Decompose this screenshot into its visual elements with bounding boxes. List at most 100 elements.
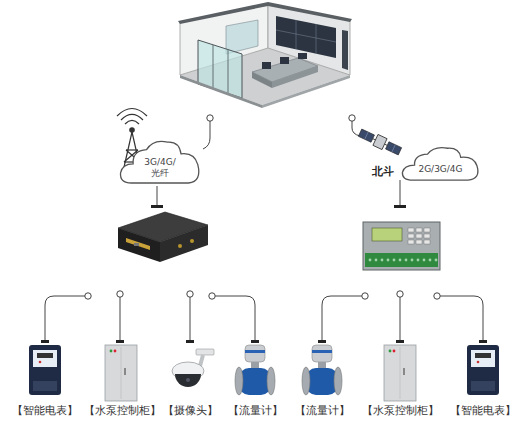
control-room xyxy=(262,75,350,108)
rtu-device xyxy=(424,234,430,238)
dome-camera xyxy=(196,349,214,355)
cloud-outline xyxy=(402,148,478,180)
flow-meter xyxy=(306,368,338,395)
rtu-device xyxy=(375,259,378,262)
smart-meter xyxy=(29,345,61,395)
rtu-device xyxy=(423,259,426,262)
pump-cabinet xyxy=(124,368,126,375)
cloud-outline xyxy=(120,141,198,183)
smart-meter xyxy=(477,361,480,364)
device-label: 【智能电表】 xyxy=(450,404,516,417)
signal-tower xyxy=(126,149,138,150)
pump-cabinet xyxy=(384,345,416,401)
dtu-device xyxy=(134,243,139,246)
cloud-label: 3G/4G/ 光纤 xyxy=(141,157,179,179)
connection-wire xyxy=(190,297,191,340)
dome-camera xyxy=(172,349,214,387)
connection-wire xyxy=(322,296,362,340)
rtu-device xyxy=(424,240,430,244)
dtu-device xyxy=(118,212,208,262)
cloud-node: 2G/3G/4G xyxy=(400,145,481,184)
connection-wire xyxy=(45,291,483,340)
pump-cabinet xyxy=(400,347,401,399)
rtu-device xyxy=(363,222,440,270)
connection-wire xyxy=(85,293,91,299)
rtu-device xyxy=(435,259,438,262)
rtu-device xyxy=(416,234,422,238)
device-name: 【水泵控制柜】 xyxy=(362,404,439,417)
control-room xyxy=(213,45,214,89)
control-room xyxy=(198,40,242,98)
pump-cabinet xyxy=(393,350,396,353)
device-label: 【水泵控制柜】 xyxy=(84,404,161,417)
cloud-label: 2G/3G/4G xyxy=(418,164,462,175)
connection-wire xyxy=(434,293,440,299)
connection-wire xyxy=(400,180,401,206)
connection-wire xyxy=(440,296,483,340)
signal-tower xyxy=(125,121,139,125)
label-holder: 北斗 xyxy=(372,165,394,178)
pump-cabinet xyxy=(384,345,416,401)
pump-cabinet xyxy=(114,350,117,353)
port-tick xyxy=(186,340,194,343)
connection-wire xyxy=(187,291,193,297)
rtu-device xyxy=(369,259,372,262)
control-room xyxy=(276,16,336,58)
connection-wire xyxy=(207,115,213,121)
connection-wire xyxy=(203,121,210,149)
rtu-device xyxy=(363,222,440,270)
connection-wire xyxy=(45,296,85,340)
rtu-device xyxy=(416,240,422,244)
connection-wire xyxy=(397,291,403,297)
smart-meter xyxy=(29,345,61,395)
port-tick xyxy=(318,340,326,343)
flow-meter xyxy=(302,367,310,395)
port-tick xyxy=(151,205,163,208)
pump-cabinet xyxy=(403,368,405,375)
smart-meter xyxy=(467,345,499,395)
smart-meter xyxy=(471,381,495,391)
rtu-device xyxy=(411,259,414,262)
system-label: 北斗 xyxy=(372,165,394,178)
control-room xyxy=(342,30,348,70)
smart-meter xyxy=(39,361,42,364)
control-room xyxy=(228,50,229,94)
rtu-device xyxy=(365,253,438,267)
smart-meter xyxy=(33,350,57,367)
signal-tower xyxy=(117,109,147,117)
pump-cabinet xyxy=(110,350,113,353)
flow-meter xyxy=(239,368,271,395)
device-label: 【摄像头】 xyxy=(163,404,218,417)
device-name: 【流量计】 xyxy=(295,404,350,417)
rtu-device xyxy=(408,228,430,244)
dtu-device xyxy=(190,239,194,243)
connection-wire xyxy=(215,296,255,340)
flow-meter xyxy=(312,350,332,353)
rtu-device xyxy=(399,259,402,262)
rtu-device xyxy=(387,259,390,262)
port-tick xyxy=(394,205,406,208)
rtu-device xyxy=(408,228,414,232)
device-name: 【智能电表】 xyxy=(450,404,516,417)
pump-cabinet xyxy=(105,345,137,401)
dtu-device xyxy=(126,238,150,250)
flow-meter xyxy=(318,362,326,368)
rtu-device xyxy=(424,228,430,232)
port-tick xyxy=(251,340,259,343)
connection-wire xyxy=(362,293,368,299)
control-room xyxy=(226,20,258,54)
flow-meter xyxy=(245,350,265,353)
satellite xyxy=(358,129,374,142)
flow-meter xyxy=(235,345,275,395)
smart-meter xyxy=(471,350,495,367)
port-tick xyxy=(41,340,49,343)
cloud-text-area: 3G/4G/ 光纤 xyxy=(118,138,202,188)
control-room xyxy=(280,57,289,64)
dome-camera xyxy=(175,374,201,387)
rtu-device xyxy=(393,259,396,262)
satellite xyxy=(392,145,395,152)
rtu-device xyxy=(372,228,402,241)
port-tick xyxy=(41,340,487,343)
